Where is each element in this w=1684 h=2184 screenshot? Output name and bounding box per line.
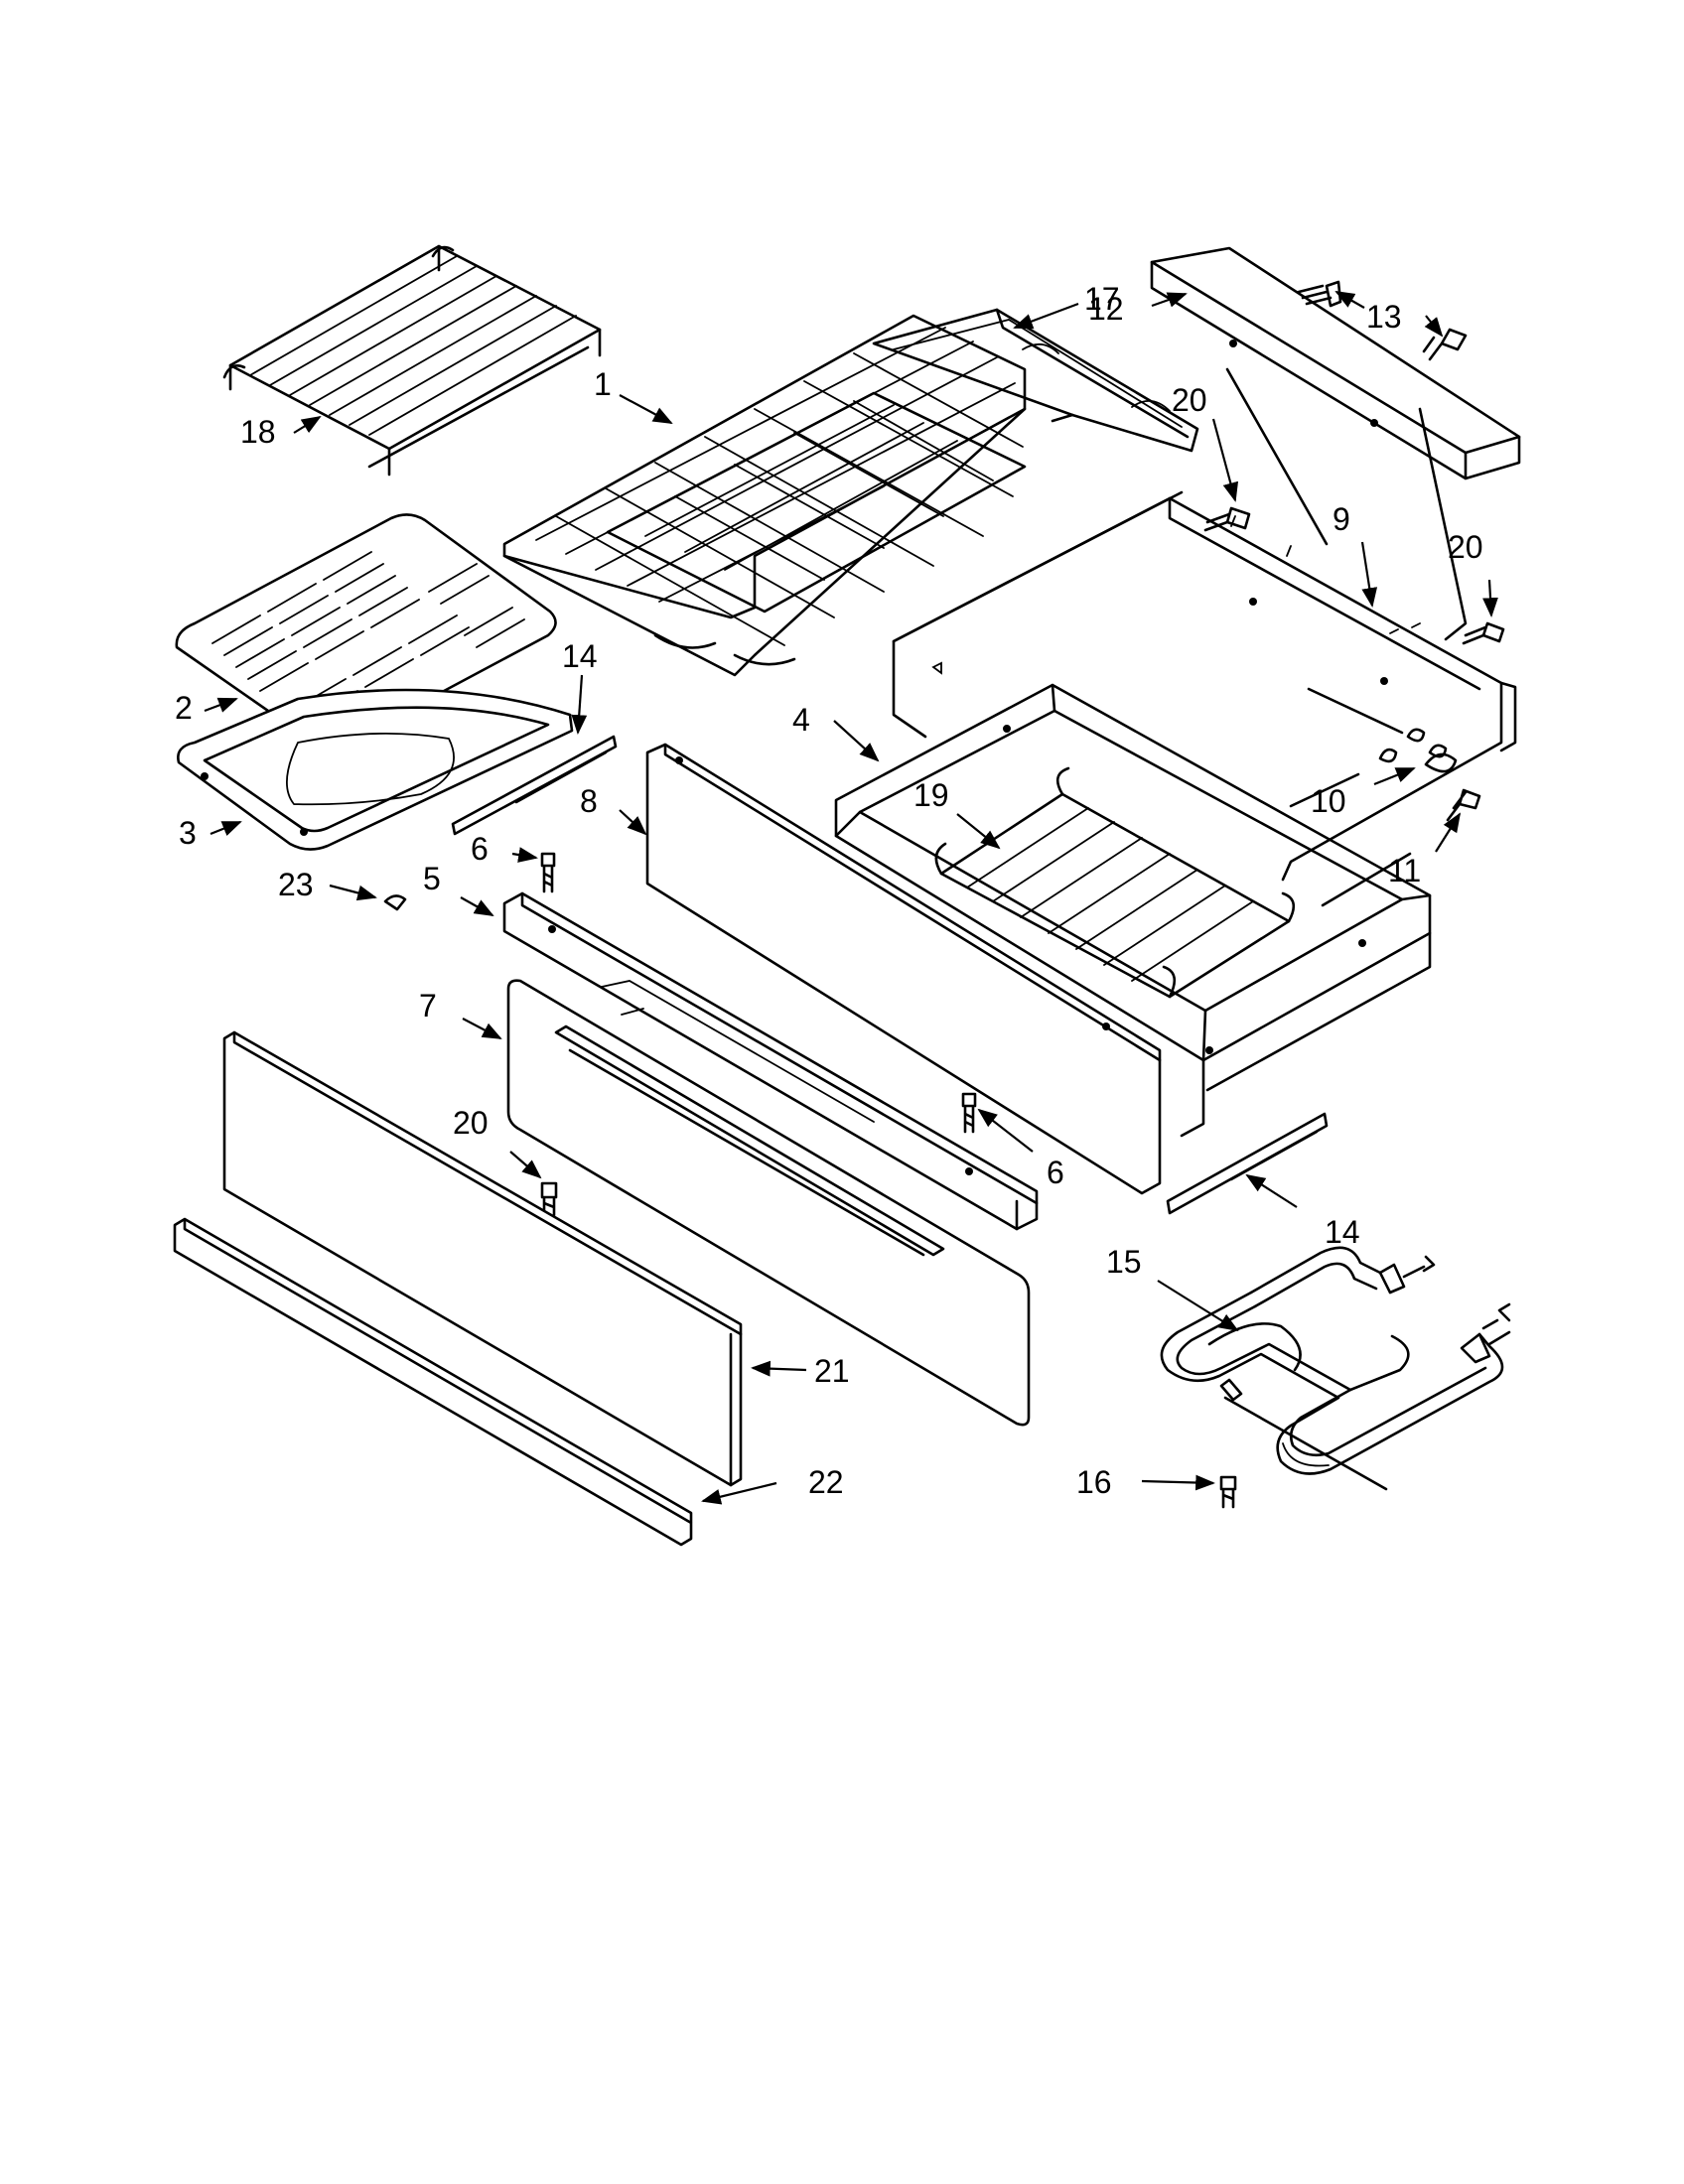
leader-12 [1151,292,1188,308]
part-20-screw-top [1203,506,1251,532]
part-6-screw-right [961,1092,977,1134]
callout-3: 3 [179,815,197,851]
callout-20c: 20 [453,1105,489,1141]
part-19-drawer-rack [934,766,1296,999]
callout-9: 9 [1333,501,1350,537]
callout-6b: 6 [1047,1155,1064,1190]
leader-8 [619,809,647,836]
part-9-drawer-housing [892,367,1517,907]
part-20-screw-bottom [540,1181,558,1217]
part-14-slide-rail-right [1166,1112,1329,1215]
part-13-screws [1297,280,1468,361]
leader-5 [460,896,494,916]
part-12-top-trim [1150,246,1521,480]
callout-20a: 20 [1172,382,1207,418]
callout-5: 5 [423,861,441,896]
callout-20b: 20 [1448,529,1483,565]
part-17-rack-slide [872,308,1199,453]
leader-6b [977,1108,1034,1153]
callout-19: 19 [913,777,949,813]
leader-17 [1013,302,1079,330]
leader-20c [509,1151,542,1179]
part-21-kick-panel [222,1030,743,1487]
leader-18 [293,415,322,434]
part-1-oven-rack [502,314,1027,677]
callout-2: 2 [175,690,193,726]
part-6-screw-left [540,852,556,893]
callout-21: 21 [814,1353,850,1389]
leader-15 [1157,1280,1239,1332]
leader-13a [1334,291,1365,309]
leader-4 [833,720,880,762]
leader-21 [751,1360,807,1377]
leader-1 [619,394,673,424]
part-2-broiler-grid [175,513,557,750]
leader-10 [1373,766,1416,786]
part-15-bake-element [1160,1246,1511,1491]
part-11-screw [1446,788,1481,822]
leader-11 [1435,812,1462,853]
callout-1: 1 [594,366,612,402]
callout-11: 11 [1388,853,1421,888]
leader-23 [329,884,377,901]
leader-19 [956,813,1001,850]
leader-9 [1360,541,1378,608]
callout-10: 10 [1311,783,1346,819]
leader-6a [511,847,538,863]
leader-14a [571,674,588,735]
callout-16: 16 [1076,1464,1112,1500]
part-7-drawer-door [506,979,1031,1427]
callout-8: 8 [580,783,598,819]
callout-14a: 14 [562,638,598,674]
leader-13b [1424,315,1444,338]
part-8-drawer-panel [645,743,1162,1195]
callout-numbers: 1 2 3 4 5 6 6 7 8 9 10 11 12 13 14 14 15… [175,281,1483,1500]
part-22-bottom-trim [173,1217,693,1547]
part-23-clip [383,894,407,911]
callout-13: 13 [1366,299,1402,335]
callout-7: 7 [419,988,437,1024]
part-16-screw [1219,1475,1237,1509]
callout-15: 15 [1106,1244,1142,1280]
callout-12: 12 [1088,291,1124,327]
part-10-thermostat [1424,752,1458,773]
callout-6a: 6 [471,831,489,867]
callout-18: 18 [240,414,276,450]
callout-17: 17 [1084,281,1120,317]
callout-23: 23 [278,867,314,902]
part-20-screw-right [1462,621,1505,645]
part-14-slide-rail-left [451,735,618,836]
leader-2 [204,697,238,713]
leader-7 [462,1018,502,1039]
leader-22 [701,1481,777,1505]
leader-3 [210,820,242,836]
callout-22: 22 [808,1464,844,1500]
callout-4: 4 [792,702,810,738]
part-18-small-rack [222,244,602,477]
part-4-drawer-pan [834,683,1432,1138]
leader-20a [1211,418,1239,502]
leader-14b [1245,1173,1298,1208]
leader-16 [1141,1474,1215,1491]
leader-lines [204,291,1498,1505]
part-3-broiler-pan [177,688,574,851]
callout-14b: 14 [1325,1214,1360,1250]
leader-20b [1482,579,1498,617]
